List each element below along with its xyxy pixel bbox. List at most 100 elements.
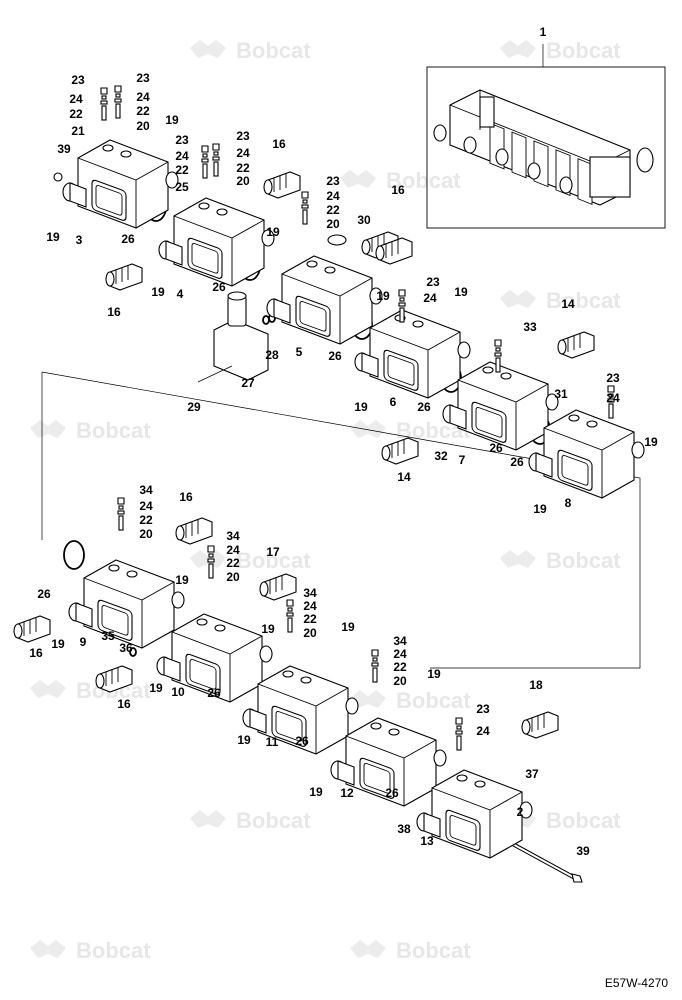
callout-16: 16: [179, 490, 193, 504]
callout-27: 27: [241, 376, 255, 390]
callout-31: 31: [554, 387, 568, 401]
callout-22: 22: [236, 161, 250, 175]
callout-9: 9: [80, 635, 87, 649]
callout-24: 24: [69, 92, 83, 106]
callout-14: 14: [397, 470, 411, 484]
callout-19: 19: [309, 785, 323, 799]
callout-16: 16: [107, 305, 121, 319]
callout-17: 17: [266, 545, 280, 559]
callout-19: 19: [151, 285, 165, 299]
callout-19: 19: [237, 733, 251, 747]
callout-19: 19: [644, 435, 658, 449]
callout-26: 26: [295, 734, 309, 748]
callout-4: 4: [177, 287, 184, 301]
callout-19: 19: [341, 620, 355, 634]
callout-5: 5: [296, 345, 303, 359]
watermark-text: Bobcat: [396, 688, 471, 713]
callout-24: 24: [136, 90, 150, 104]
callout-34: 34: [393, 634, 407, 648]
callout-39: 39: [57, 142, 71, 156]
watermark-text: Bobcat: [546, 38, 621, 63]
callout-26: 26: [510, 455, 524, 469]
callout-19: 19: [261, 622, 275, 636]
callout-1: 1: [540, 25, 547, 39]
callout-37: 37: [525, 767, 539, 781]
callout-8: 8: [565, 496, 572, 510]
callout-39: 39: [576, 844, 590, 858]
callout-24: 24: [236, 146, 250, 160]
callout-23: 23: [136, 71, 150, 85]
callout-23: 23: [236, 129, 250, 143]
callout-22: 22: [136, 104, 150, 118]
callout-26: 26: [328, 349, 342, 363]
callout-19: 19: [454, 285, 468, 299]
callout-14: 14: [561, 297, 575, 311]
callout-24: 24: [423, 291, 437, 305]
callout-22: 22: [139, 513, 153, 527]
callout-24: 24: [326, 189, 340, 203]
callout-34: 34: [303, 586, 317, 600]
callout-20: 20: [393, 674, 407, 688]
watermark-text: Bobcat: [386, 168, 461, 193]
callout-34: 34: [226, 529, 240, 543]
callout-19: 19: [46, 230, 60, 244]
callout-19: 19: [533, 502, 547, 516]
callout-26: 26: [207, 686, 221, 700]
watermark-text: Bobcat: [396, 938, 471, 963]
watermark-text: Bobcat: [236, 38, 311, 63]
callout-29: 29: [187, 400, 201, 414]
callout-20: 20: [226, 570, 240, 584]
callout-22: 22: [393, 660, 407, 674]
valve-sections: [62, 139, 645, 859]
callout-30: 30: [357, 213, 371, 227]
callout-22: 22: [303, 612, 317, 626]
callout-22: 22: [69, 107, 83, 121]
watermark-text: Bobcat: [236, 548, 311, 573]
callout-6: 6: [390, 395, 397, 409]
callout-24: 24: [226, 543, 240, 557]
watermark-text: Bobcat: [546, 548, 621, 573]
callout-26: 26: [37, 587, 51, 601]
callout-28: 28: [265, 348, 279, 362]
watermark-text: Bobcat: [236, 808, 311, 833]
assembly-overview-inset: [426, 44, 666, 229]
callout-19: 19: [149, 681, 163, 695]
callout-20: 20: [139, 527, 153, 541]
callout-16: 16: [272, 137, 286, 151]
callout-10: 10: [171, 685, 185, 699]
callout-19: 19: [376, 289, 390, 303]
callout-26: 26: [121, 232, 135, 246]
callout-34: 34: [139, 483, 153, 497]
callout-24: 24: [606, 391, 620, 405]
callout-22: 22: [226, 556, 240, 570]
callout-19: 19: [175, 573, 189, 587]
callout-24: 24: [139, 499, 153, 513]
callout-32: 32: [434, 449, 448, 463]
callout-25: 25: [175, 180, 189, 194]
callout-26: 26: [417, 400, 431, 414]
callout-26: 26: [489, 441, 503, 455]
callout-3: 3: [76, 233, 83, 247]
watermark-text: Bobcat: [76, 418, 151, 443]
callout-24: 24: [175, 149, 189, 163]
callout-20: 20: [136, 119, 150, 133]
callout-7: 7: [459, 453, 466, 467]
callout-20: 20: [236, 174, 250, 188]
drawing-code: E57W-4270: [604, 976, 668, 990]
callout-19: 19: [354, 400, 368, 414]
callout-33: 33: [523, 320, 537, 334]
callout-22: 22: [326, 203, 340, 217]
callout-21: 21: [71, 124, 85, 138]
callout-24: 24: [303, 599, 317, 613]
callout-16: 16: [117, 697, 131, 711]
callout-35: 35: [101, 629, 115, 643]
callout-16: 16: [391, 183, 405, 197]
watermark-text: Bobcat: [546, 808, 621, 833]
callout-24: 24: [393, 647, 407, 661]
callout-26: 26: [385, 786, 399, 800]
watermark-text: Bobcat: [546, 288, 621, 313]
callout-23: 23: [71, 73, 85, 87]
callout-24: 24: [476, 724, 490, 738]
callout-23: 23: [606, 371, 620, 385]
